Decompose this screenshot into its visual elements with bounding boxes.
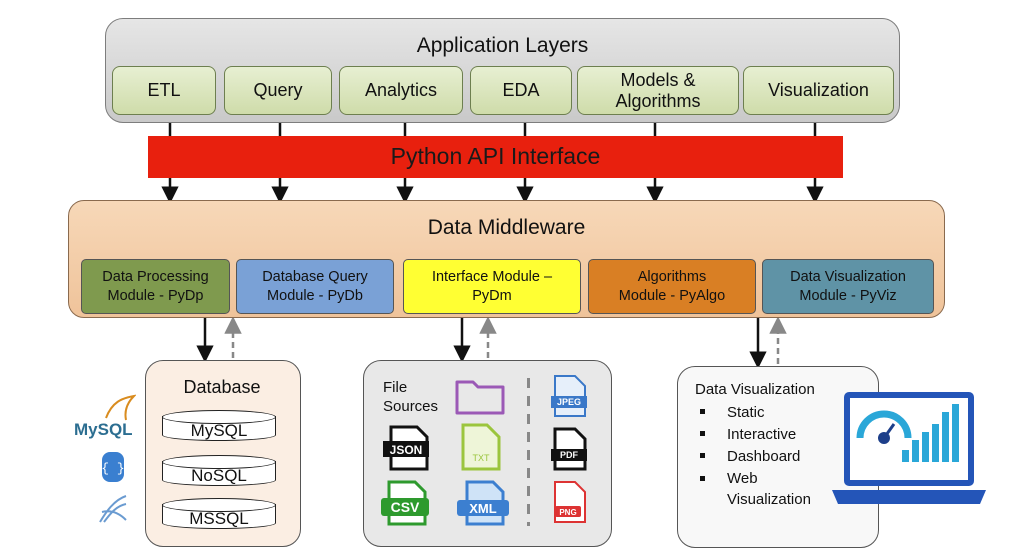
bullet-icon: [700, 476, 705, 481]
folder-icon: [455, 380, 505, 415]
layer-analytics: Analytics: [339, 66, 463, 115]
jpeg-file-icon: JPEG: [551, 375, 587, 417]
data-middleware-title: Data Middleware: [427, 216, 586, 239]
db-label-mysql: MySQL: [190, 421, 248, 440]
viz-item-static: Static: [700, 402, 765, 423]
module-pydm: Interface Module – PyDm: [403, 259, 581, 314]
csv-label: CSV: [391, 499, 420, 515]
json-file-icon: JSON: [383, 425, 429, 471]
database-title: Database: [183, 377, 261, 397]
viz-item-web-visualization: Web Visualization: [700, 468, 811, 510]
mysql-logo: MySQL: [74, 420, 133, 439]
db-cylinder-mysql: MySQL: [162, 410, 276, 442]
layer-query: Query: [224, 66, 332, 115]
application-layers-title: Application Layers: [416, 34, 589, 57]
data-visualization-title: Data Visualization: [695, 381, 815, 398]
csv-file-icon: CSV: [381, 480, 429, 526]
pdf-label: PDF: [560, 450, 579, 460]
dolphin-icon: [105, 394, 136, 421]
viz-item-interactive: Interactive: [700, 424, 796, 445]
db-label-nosql: NoSQL: [191, 466, 247, 485]
png-file-icon: PNG: [554, 481, 586, 523]
python-api-bar: [148, 136, 843, 178]
viz-item-dashboard: Dashboard: [700, 446, 800, 467]
python-api-label: Python API Interface: [390, 143, 601, 169]
file-sources-divider: [527, 378, 530, 526]
bullet-icon: [700, 453, 705, 458]
db-cylinder-mssql: MSSQL: [162, 498, 276, 530]
layer-etl: ETL: [112, 66, 216, 115]
module-pyalgo: Algorithms Module - PyAlgo: [588, 259, 756, 314]
svg-text:{ }: { }: [101, 461, 124, 476]
file-sources-title: File Sources: [383, 379, 439, 415]
txt-label: TXT: [473, 453, 491, 463]
module-pyviz: Data Visualization Module - PyViz: [762, 259, 934, 314]
xml-file-icon: XML: [457, 480, 509, 526]
xml-label: XML: [469, 501, 497, 516]
module-pydp: Data Processing Module - PyDp: [81, 259, 230, 314]
bullet-icon: [700, 431, 705, 436]
layer-visualization: Visualization: [743, 66, 894, 115]
layer-models-algorithms: Models & Algorithms: [577, 66, 739, 115]
json-label: JSON: [390, 443, 423, 457]
bullet-icon: [700, 409, 705, 414]
layer-eda: EDA: [470, 66, 572, 115]
module-pydb: Database Query Module - PyDb: [236, 259, 394, 314]
sql-server-icon: [99, 495, 127, 523]
mongodb-icon: { }: [101, 452, 125, 482]
png-label: PNG: [559, 508, 576, 517]
laptop-dashboard-icon: [832, 392, 986, 504]
pdf-file-icon: PDF: [551, 427, 587, 471]
txt-file-icon: TXT: [461, 423, 501, 471]
db-cylinder-nosql: NoSQL: [162, 455, 276, 487]
db-label-mssql: MSSQL: [189, 509, 249, 528]
jpeg-label: JPEG: [557, 397, 581, 407]
